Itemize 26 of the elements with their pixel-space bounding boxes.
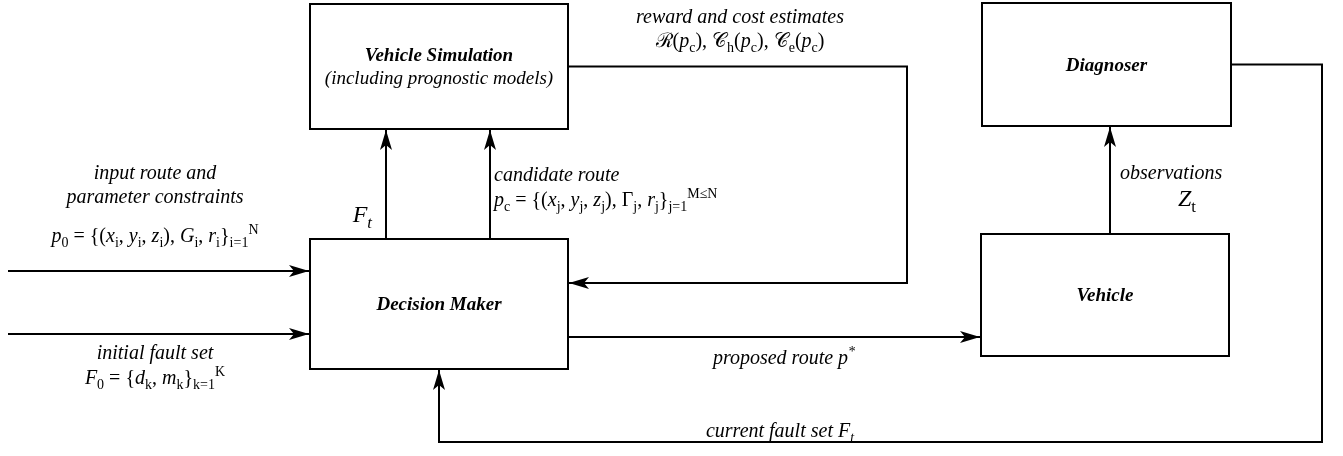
arrow <box>380 129 392 239</box>
arrow <box>1104 126 1116 234</box>
arrow <box>568 65 908 289</box>
process-box <box>309 238 569 370</box>
arrow <box>568 331 981 343</box>
edge-label: reward and cost estimates <box>636 4 844 28</box>
process-box <box>980 233 1230 357</box>
box-title: Vehicle <box>1076 284 1134 306</box>
process-box <box>981 2 1232 127</box>
edge-label: F$_{t}$ <box>352 200 372 233</box>
arrow <box>7 328 310 340</box>
box-title: Decision Maker <box>376 293 502 315</box>
edge-label: observations <box>1120 160 1223 184</box>
formula-label: Z$_{t}$ <box>1178 184 1196 217</box>
edge-label: candidate route <box>494 162 620 186</box>
process-box <box>309 3 569 130</box>
box-title: Diagnoser <box>1065 53 1148 76</box>
arrow <box>484 129 496 239</box>
edge-label: input route and parameter constraints <box>64 160 245 208</box>
arrow <box>7 265 310 277</box>
box-subtitle: (including prognostic models) <box>324 65 554 90</box>
edge-label: initial fault set <box>96 340 214 364</box>
arrow <box>433 63 1323 443</box>
edge-label: proposed route p$^{*}$ <box>712 344 856 369</box>
box-title: Vehicle Simulation <box>364 43 514 66</box>
formula-label: ℛ(p$_{c}$), 𝒞$_{h}$(p$_{c}$), 𝒞$_{e}$(p$_{c}$) <box>655 28 825 57</box>
